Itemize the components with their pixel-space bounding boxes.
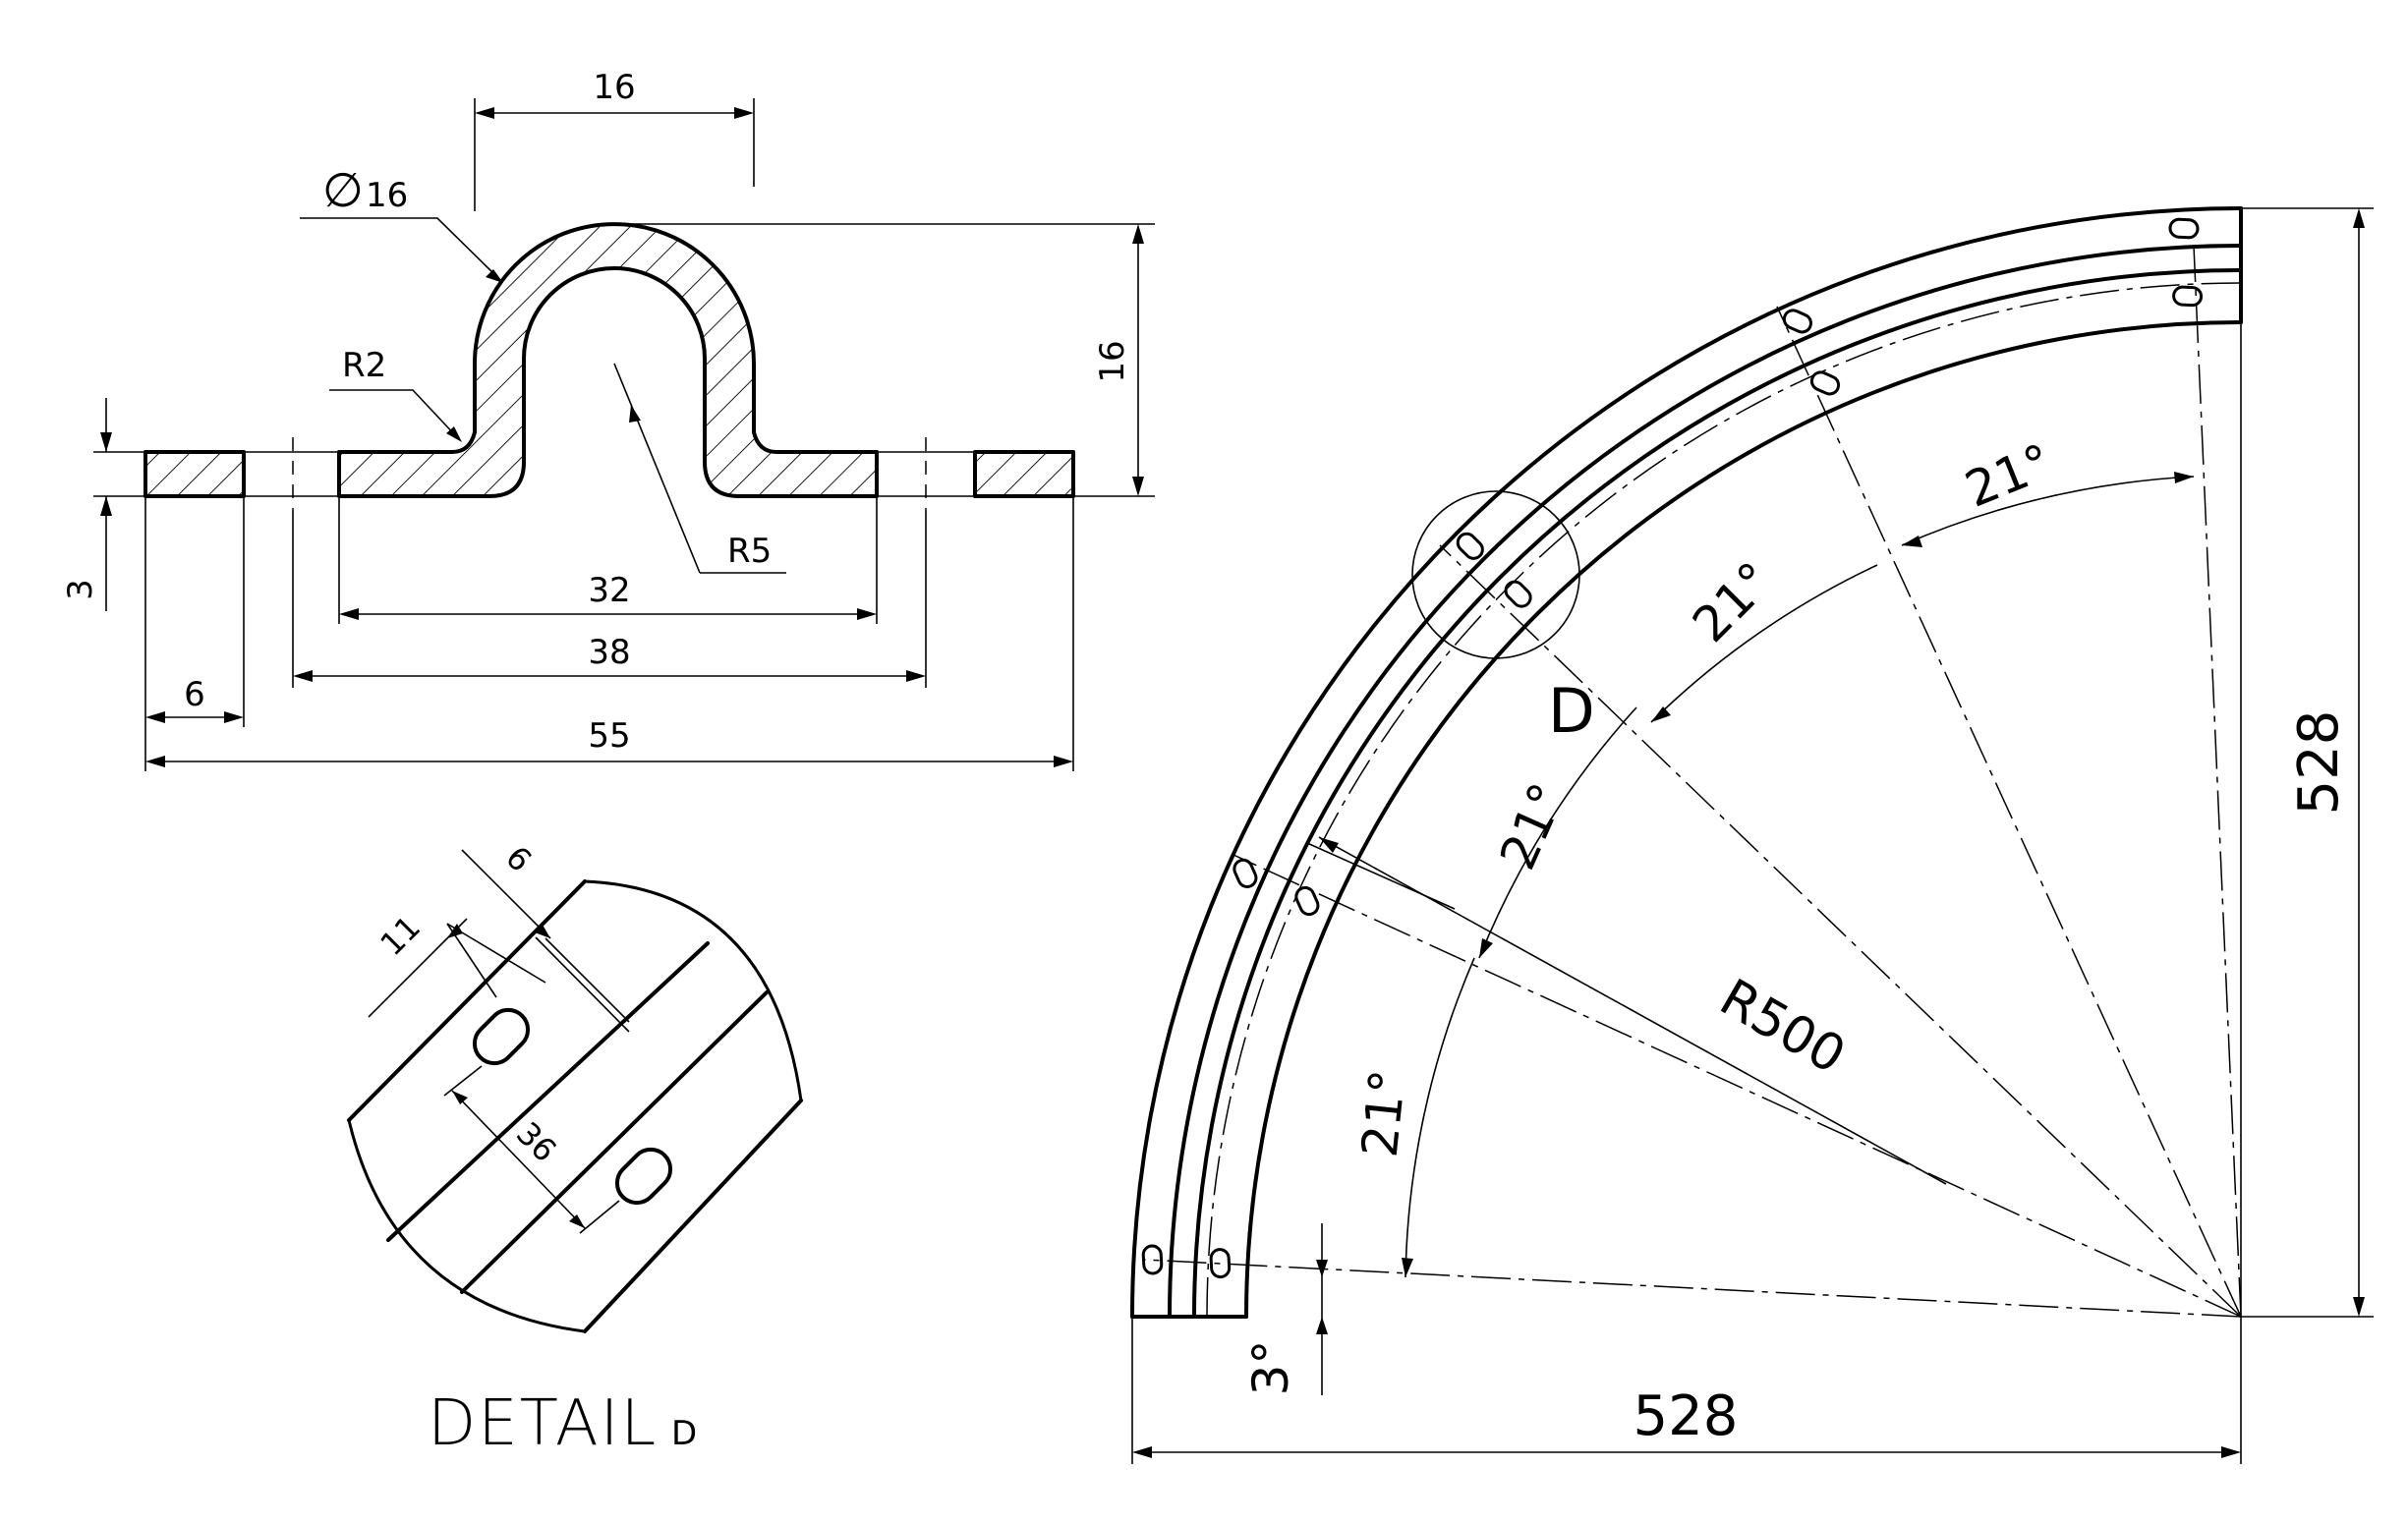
- dim-arc-height: 528: [2287, 710, 2351, 816]
- angle-label-4: 21°: [1351, 1067, 1417, 1159]
- r5-leader: [613, 363, 701, 574]
- angle-start-label: 3°: [1242, 1340, 1299, 1396]
- angle-label-3: 21°: [1489, 775, 1577, 878]
- diameter-leader: [300, 217, 500, 280]
- profile-hatched-body: [337, 222, 879, 498]
- angle-dimension-arc: [1478, 706, 1637, 959]
- detail-d-view: 6 11 36 DETAIL D: [347, 839, 803, 1460]
- detail-ring-edge: [460, 990, 769, 1294]
- extension-line: [446, 923, 546, 984]
- dim-flange-width: 6: [184, 675, 205, 714]
- dim-radius-arc: R500: [1710, 968, 1855, 1086]
- angle-label-1: 21°: [1958, 433, 2060, 519]
- profile-section-view: 16 ∅ 16 R2 R5 16 3 32: [61, 68, 1155, 771]
- arc-segment-view: D R500 21° 21° 21° 21° 3° 528: [1130, 206, 2374, 1464]
- detail-ring-edge: [386, 941, 710, 1242]
- extension-line: [535, 936, 630, 1033]
- angle-dimension-arc: [1405, 957, 1475, 1278]
- r500-extension: [1306, 842, 1456, 910]
- dim-slot-offset: 36: [509, 1114, 564, 1169]
- arc-slot-hole: [2168, 217, 2200, 240]
- arc-slot-hole: [1294, 885, 1320, 917]
- radial-centerline: [1776, 306, 2242, 1318]
- arc-inner-edge: [1244, 320, 2243, 1319]
- dim-slot-length: 11: [373, 908, 428, 963]
- arc-centerline: [1206, 282, 2242, 1318]
- detail-ring-edge: [583, 1099, 803, 1333]
- angle-label-2: 21°: [1682, 551, 1784, 653]
- dimension-line: [451, 1090, 586, 1229]
- arc-slot-hole: [1782, 309, 1812, 334]
- arc-slot-hole: [1233, 858, 1258, 888]
- detail-marker-label: D: [1548, 675, 1595, 747]
- radial-centerline: [1144, 1259, 2242, 1318]
- angle-dimension-arc: [1901, 476, 2195, 546]
- slot-hole: [614, 1147, 673, 1206]
- extension-line: [579, 1200, 620, 1234]
- arc-slot-holes: [1141, 217, 2204, 1279]
- dim-thickness: 3: [61, 579, 100, 600]
- extension-line: [446, 923, 497, 998]
- r2-leader: [329, 389, 459, 439]
- detail-outline: [584, 879, 803, 1101]
- slot-hole: [472, 1007, 531, 1066]
- radial-centerline: [1439, 544, 2242, 1318]
- angle-dimension-arc: [1650, 564, 1878, 723]
- arc-edge: [1192, 268, 2243, 1319]
- detail-title: DETAIL: [428, 1387, 658, 1460]
- dim-top-width: 16: [593, 68, 635, 107]
- arc-slot-hole: [1456, 532, 1484, 560]
- dim-arc-width: 528: [1634, 1384, 1739, 1448]
- dimension-line: [461, 849, 551, 939]
- dim-slot-width: 6: [498, 839, 539, 879]
- dim-radius-fillet: R2: [342, 346, 386, 385]
- detail-marker-circle: [1411, 490, 1580, 659]
- dim-radius-top: R5: [727, 532, 772, 571]
- dim-hole-spacing: 38: [588, 633, 630, 672]
- dim-inner-width: 32: [588, 571, 630, 610]
- dim-overall-width: 55: [588, 716, 630, 756]
- dim-diameter: 16: [366, 176, 408, 215]
- arc-slot-hole: [2172, 285, 2204, 308]
- right-flange-section: [973, 450, 1075, 498]
- diameter-symbol: ∅: [322, 163, 364, 218]
- dimension-line: [545, 937, 630, 1023]
- arc-outer-edge: [1130, 206, 2243, 1319]
- arc-slot-hole: [1809, 370, 1841, 396]
- left-flange-section: [143, 450, 246, 498]
- radial-centerline: [2193, 245, 2242, 1318]
- extension-line: [443, 1065, 483, 1097]
- detail-ring-edge: [347, 879, 587, 1122]
- arc-slot-hole: [1141, 1244, 1164, 1275]
- arc-slot-hole: [1504, 580, 1532, 608]
- detail-suffix: D: [671, 1414, 697, 1453]
- radial-centerline: [1233, 854, 2242, 1318]
- r500-dimension-line: [1318, 836, 1947, 1185]
- arc-slot-hole: [1209, 1248, 1232, 1279]
- detail-outline: [347, 1119, 586, 1333]
- arc-edge: [1168, 244, 2243, 1319]
- dim-height: 16: [1093, 340, 1132, 382]
